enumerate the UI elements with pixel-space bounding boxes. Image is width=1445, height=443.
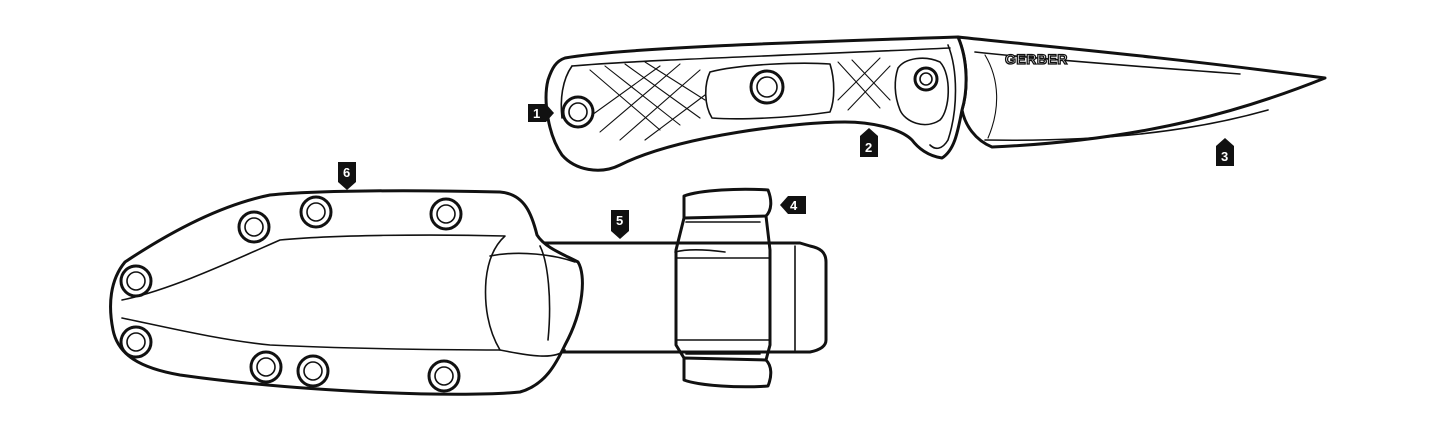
callout-label-1: 1 [533, 106, 540, 121]
callout-marker-4: 4 [780, 196, 806, 214]
callout-label-3: 3 [1221, 149, 1228, 164]
grip-texture-left [584, 61, 706, 141]
sheath-rivet [429, 197, 463, 231]
handle-fastener-front [913, 66, 939, 92]
callout-marker-6: 6 [338, 162, 356, 190]
sheath-rivet [119, 325, 153, 359]
callout-marker-2: 2 [860, 128, 878, 157]
callout-label-6: 6 [343, 165, 350, 180]
handle-fastener-middle [749, 69, 785, 105]
callout-marker-3: 3 [1216, 138, 1234, 166]
callout-label-2: 2 [865, 140, 872, 155]
handle-fastener-rear [561, 95, 595, 129]
sheath-rivet [427, 359, 461, 393]
sheath-rivet [296, 354, 330, 388]
belt-clip [674, 187, 773, 389]
sheath-rivet [249, 350, 283, 384]
callout-label-5: 5 [616, 213, 623, 228]
grip-texture-right [837, 57, 891, 111]
callout-label-4: 4 [790, 198, 798, 213]
knife: GERBER [544, 35, 1327, 172]
belt-strap [538, 241, 828, 354]
sheath-rivet [299, 195, 333, 229]
sheath [109, 187, 828, 396]
sheath-rivet [237, 210, 271, 244]
callout-marker-1: 1 [528, 104, 554, 122]
sheath-rivet [119, 264, 153, 298]
callout-marker-5: 5 [611, 210, 629, 239]
brand-mark: GERBER [1005, 51, 1068, 67]
handle [544, 35, 968, 172]
